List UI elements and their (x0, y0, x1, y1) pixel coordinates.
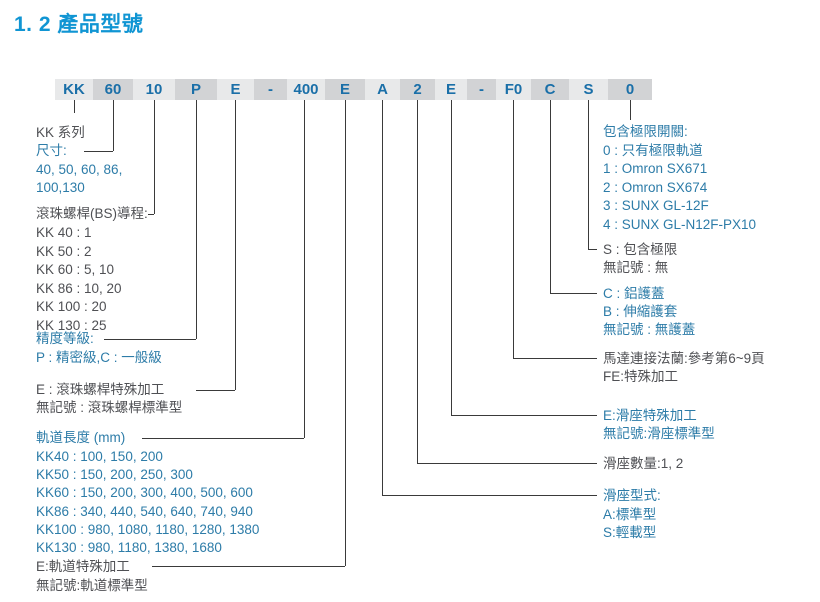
annotation-right-row: FE:特殊加工 (603, 369, 679, 384)
code-segment: 0 (608, 79, 652, 100)
connector-line (148, 214, 154, 215)
code-segment: S (569, 79, 608, 100)
annotation-right-row: 包含極限開關: (603, 124, 688, 139)
annotation-left-row: 無記號:軌道標準型 (36, 578, 148, 593)
annotation-right-row: 滑座數量:1, 2 (603, 456, 684, 471)
annotation-right-row: 0 : 只有極限軌道 (603, 143, 703, 158)
annotation-left-row: KK86 : 340, 440, 540, 640, 740, 940 (36, 504, 253, 519)
annotation-right-row: 3 : SUNX GL-12F (603, 198, 709, 213)
connector-line (152, 566, 345, 567)
code-segment: 60 (93, 79, 133, 100)
connector-line (113, 100, 114, 151)
connector-line (345, 100, 346, 566)
annotation-left-row: 40, 50, 60, 86, (36, 162, 123, 177)
connector-line (104, 339, 196, 340)
annotation-left-row: 軌道長度 (mm) (36, 430, 126, 445)
annotation-right-row: S : 包含極限 (603, 242, 678, 257)
annotation-left-row: KK 86 : 10, 20 (36, 281, 122, 296)
connector-line (142, 438, 304, 439)
connector-line (588, 249, 597, 250)
connector-line (513, 100, 514, 358)
annotation-left-row: KK 40 : 1 (36, 225, 92, 240)
annotation-left-row: 精度等級: (36, 331, 94, 346)
connector-line (235, 100, 236, 390)
code-segment: 10 (133, 79, 175, 100)
annotation-right-row: S:輕載型 (603, 525, 657, 540)
connector-line (451, 415, 597, 416)
code-segment: E (435, 79, 467, 100)
code-segment: - (254, 79, 287, 100)
connector-line (382, 100, 383, 495)
code-segment: C (531, 79, 569, 100)
annotation-left-row: E : 滾珠螺桿特殊加工 (36, 382, 165, 397)
annotation-left-row: KK50 : 150, 200, 250, 300 (36, 467, 193, 482)
annotation-right-row: 2 : Omron SX674 (603, 180, 708, 195)
annotation-right-row: 無記號:滑座標準型 (603, 426, 715, 441)
annotation-right-row: 1 : Omron SX671 (603, 161, 708, 176)
connector-line (588, 100, 589, 249)
annotation-left-row: KK40 : 100, 150, 200 (36, 449, 163, 464)
connector-line (154, 100, 155, 214)
annotation-left-row: KK60 : 150, 200, 300, 400, 500, 600 (36, 485, 253, 500)
annotation-left-row: KK 50 : 2 (36, 244, 92, 259)
annotation-right-row: C : 鋁護蓋 (603, 286, 665, 301)
connector-line (304, 100, 305, 438)
code-segment: 2 (400, 79, 435, 100)
annotation-right-row: 無記號 : 無護蓋 (603, 322, 696, 337)
annotation-right-row: 馬達連接法蘭:參考第6~9頁 (603, 351, 765, 366)
connector-line (417, 463, 597, 464)
annotation-left-row: KK 130 : 25 (36, 318, 107, 333)
code-segment: A (365, 79, 400, 100)
annotation-left-row: KK130 : 980, 1180, 1380, 1680 (36, 540, 222, 555)
code-segment: F0 (496, 79, 531, 100)
connector-line (382, 495, 597, 496)
annotation-left-row: KK 系列 (36, 125, 85, 140)
annotation-left-row: 尺寸: (36, 143, 67, 158)
code-segment: E (325, 79, 365, 100)
code-segment: P (175, 79, 217, 100)
annotation-left-row: 100,130 (36, 180, 85, 195)
connector-line (84, 151, 113, 152)
annotation-left-row: KK 60 : 5, 10 (36, 262, 115, 277)
annotation-right-row: 滑座型式: (603, 488, 661, 503)
connector-line (451, 100, 452, 415)
connector-line (196, 390, 235, 391)
annotation-right-row: E:滑座特殊加工 (603, 408, 697, 423)
connector-line (417, 100, 418, 463)
code-segment: - (467, 79, 496, 100)
annotation-left-row: 滾珠螺桿(BS)導程: (36, 206, 148, 221)
annotation-left-row: E:軌道特殊加工 (36, 559, 130, 574)
code-segment: E (217, 79, 254, 100)
connector-line (74, 100, 75, 113)
annotation-right-row: B : 伸縮護套 (603, 304, 678, 319)
annotation-left-row: KK100 : 980, 1080, 1180, 1280, 1380 (36, 522, 260, 537)
annotation-left-row: P : 精密級,C : 一般級 (36, 350, 162, 365)
annotation-right-row: A:標準型 (603, 507, 657, 522)
annotation-right-row: 4 : SUNX GL-N12F-PX10 (603, 217, 757, 232)
connector-line (196, 100, 197, 339)
annotation-left-row: 無記號 : 滾珠螺桿標準型 (36, 400, 183, 415)
annotation-left-row: KK 100 : 20 (36, 299, 107, 314)
code-segment: KK (55, 79, 93, 100)
connector-line (550, 100, 551, 293)
annotation-right-row: 無記號 : 無 (603, 260, 669, 275)
connector-line (513, 358, 597, 359)
page-title: 1. 2 產品型號 (14, 13, 144, 36)
connector-line (630, 100, 631, 120)
connector-line (550, 293, 597, 294)
code-segment: 400 (287, 79, 325, 100)
